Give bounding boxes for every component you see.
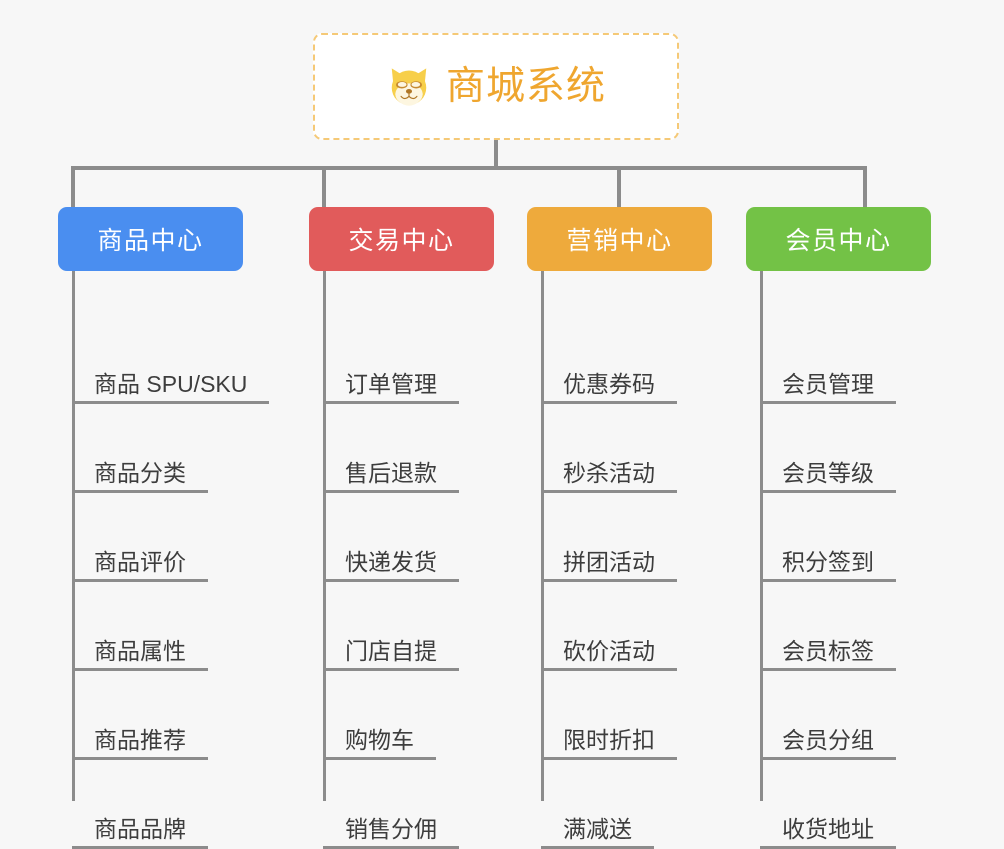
category-column-transaction: 交易中心 订单管理 售后退款 快递发货 门店自提 购物车 销售分佣 [309,207,494,849]
connector-drop-3 [617,166,621,208]
list-item[interactable]: 会员分组 [760,724,896,760]
list-item[interactable]: 购物车 [323,724,436,760]
connector-drop-2 [322,166,326,208]
list-item[interactable]: 商品品牌 [72,813,208,849]
leaf-label: 购物车 [345,727,414,753]
category-header-product[interactable]: 商品中心 [58,207,243,271]
leaf-label: 积分签到 [782,549,874,575]
list-item[interactable]: 商品属性 [72,635,208,671]
leaf-label: 商品 SPU/SKU [94,371,248,397]
list-item[interactable]: 商品评价 [72,546,208,582]
category-header-label: 商品中心 [97,227,204,255]
list-item[interactable]: 商品分类 [72,457,208,493]
list-item[interactable]: 优惠券码 [541,368,677,404]
category-header-member[interactable]: 会员中心 [746,207,931,271]
list-item[interactable]: 砍价活动 [541,635,677,671]
list-item[interactable]: 会员管理 [760,368,896,404]
leaf-label: 商品属性 [94,638,186,664]
category-header-transaction[interactable]: 交易中心 [309,207,494,271]
leaf-label: 优惠券码 [563,371,655,397]
list-item[interactable]: 收货地址 [760,813,896,849]
list-item[interactable]: 会员等级 [760,457,896,493]
list-item[interactable]: 满减送 [541,813,654,849]
leaf-label: 快递发货 [345,549,437,575]
leaf-label: 销售分佣 [345,816,437,842]
leaf-label: 商品品牌 [94,816,186,842]
connector-horizontal-bus [72,166,867,170]
category-header-label: 会员中心 [785,227,892,255]
leaf-label: 秒杀活动 [563,460,655,486]
list-item[interactable]: 售后退款 [323,457,459,493]
leaf-label: 收货地址 [782,816,874,842]
column-trunk-line [323,271,326,801]
leaf-label: 会员分组 [782,727,874,753]
shiba-dog-face-icon [391,67,427,106]
category-header-label: 营销中心 [566,227,673,255]
category-column-marketing: 营销中心 优惠券码 秒杀活动 拼团活动 砍价活动 限时折扣 满减送 [527,207,712,849]
list-item[interactable]: 商品推荐 [72,724,208,760]
connector-drop-4 [863,166,867,208]
leaf-label: 商品评价 [94,549,186,575]
leaf-label: 商品推荐 [94,727,186,753]
root-node-title: 商城系统 [445,65,606,108]
category-column-member: 会员中心 会员管理 会员等级 积分签到 会员标签 会员分组 收货地址 [746,207,931,849]
category-column-product: 商品中心 商品 SPU/SKU 商品分类 商品评价 商品属性 商品推荐 商品品牌 [58,207,270,849]
leaf-label: 会员等级 [782,460,874,486]
list-item[interactable]: 商品 SPU/SKU [72,368,270,404]
list-item[interactable]: 限时折扣 [541,724,677,760]
leaf-label: 满减送 [563,816,632,842]
leaf-label: 门店自提 [345,638,437,664]
list-item[interactable]: 秒杀活动 [541,457,677,493]
leaf-label: 会员管理 [782,371,874,397]
list-item[interactable]: 门店自提 [323,635,459,671]
root-node-shopping-mall-system[interactable]: 商城系统 [313,33,679,140]
list-item[interactable]: 订单管理 [323,368,459,404]
column-trunk-line [760,271,763,801]
leaf-label: 会员标签 [782,638,874,664]
leaf-label: 售后退款 [345,460,437,486]
category-header-label: 交易中心 [348,227,455,255]
connector-root-stem [494,140,498,170]
column-trunk-line [541,271,544,801]
leaf-label: 限时折扣 [563,727,655,753]
leaf-label: 订单管理 [345,371,437,397]
category-header-marketing[interactable]: 营销中心 [527,207,712,271]
list-item[interactable]: 快递发货 [323,546,459,582]
list-item[interactable]: 拼团活动 [541,546,677,582]
list-item[interactable]: 会员标签 [760,635,896,671]
leaf-label: 商品分类 [94,460,186,486]
leaf-label: 拼团活动 [563,549,655,575]
list-item[interactable]: 积分签到 [760,546,896,582]
list-item[interactable]: 销售分佣 [323,813,459,849]
column-trunk-line [72,271,75,801]
connector-drop-1 [71,166,75,208]
leaf-label: 砍价活动 [563,638,655,664]
